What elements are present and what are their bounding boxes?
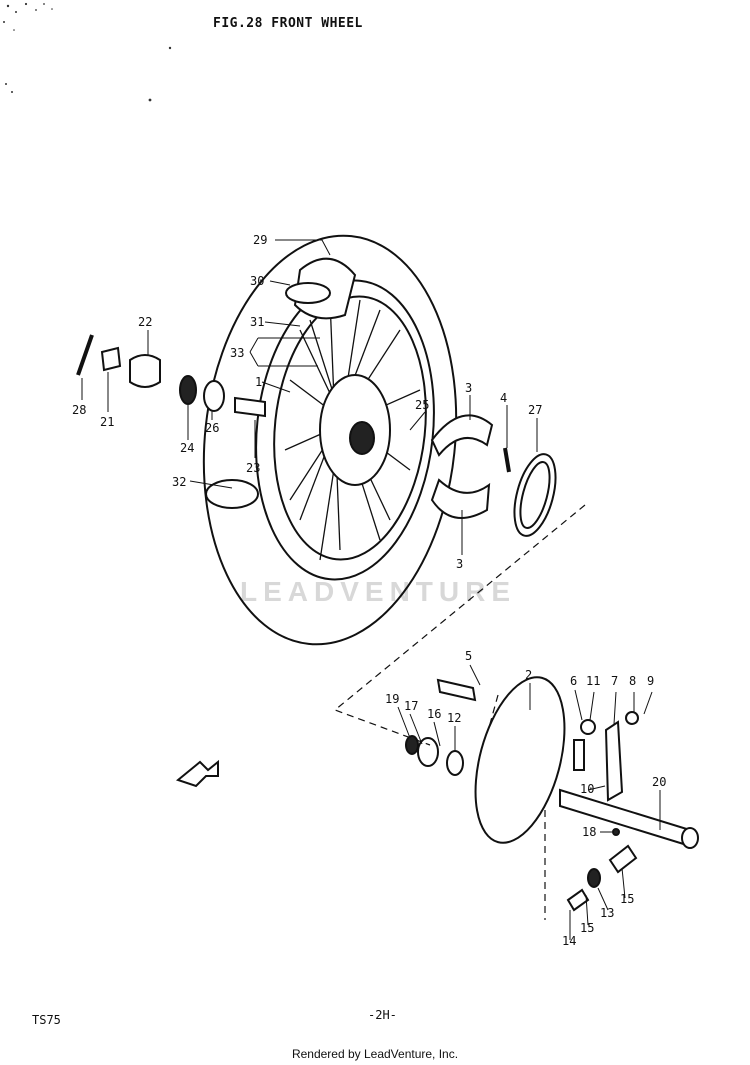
callout-4: 4 <box>500 391 507 405</box>
callout-12: 12 <box>447 711 461 725</box>
callout-25: 25 <box>415 398 429 412</box>
callout-20: 20 <box>652 775 666 789</box>
callout-6: 6 <box>570 674 577 688</box>
axle-bolt <box>76 334 266 418</box>
brake-shoes <box>430 414 557 537</box>
callout-15-right: 15 <box>620 892 634 906</box>
callout-23: 23 <box>246 461 260 475</box>
callout-33: 33 <box>230 346 244 360</box>
callout-31: 31 <box>250 315 264 329</box>
callout-29: 29 <box>253 233 267 247</box>
tube <box>205 257 357 509</box>
callout-11: 11 <box>586 674 600 688</box>
callout-22: 22 <box>138 315 152 329</box>
callout-8: 8 <box>629 674 636 688</box>
figure-title: FIG.28 FRONT WHEEL <box>213 16 363 31</box>
callout-9: 9 <box>647 674 654 688</box>
callout-5: 5 <box>465 649 472 663</box>
callout-7: 7 <box>611 674 618 688</box>
callout-labels: 29 30 31 33 1 22 28 21 24 26 23 32 25 3 … <box>72 233 666 948</box>
callout-30: 30 <box>250 274 264 288</box>
callout-10: 10 <box>580 782 594 796</box>
callout-32: 32 <box>172 475 186 489</box>
render-credit: Rendered by LeadVenture, Inc. <box>291 1047 459 1061</box>
callout-3-upper: 3 <box>465 381 472 395</box>
hub <box>319 374 391 486</box>
leader-lines <box>81 239 661 940</box>
callout-13: 13 <box>600 906 614 920</box>
callout-19: 19 <box>385 692 399 706</box>
watermark: LEADVENTURE <box>240 576 517 607</box>
callout-17: 17 <box>404 699 418 713</box>
callout-3-lower: 3 <box>456 557 463 571</box>
callout-14: 14 <box>562 934 576 948</box>
callout-28: 28 <box>72 403 86 417</box>
callout-26: 26 <box>205 421 219 435</box>
callout-2: 2 <box>525 668 532 682</box>
brake-panel <box>405 676 699 912</box>
callout-21: 21 <box>100 415 114 429</box>
assembly-lines <box>333 504 586 920</box>
callout-24: 24 <box>180 441 194 455</box>
callout-18: 18 <box>582 825 596 839</box>
page-number: -2H- <box>368 1008 397 1022</box>
scan-noise <box>3 2 172 102</box>
model-label: TS75 <box>32 1013 61 1027</box>
callout-16: 16 <box>427 707 441 721</box>
callout-27: 27 <box>528 403 542 417</box>
callout-15-lower: 15 <box>580 921 594 935</box>
front-arrow <box>175 759 219 788</box>
callout-1: 1 <box>255 375 262 389</box>
